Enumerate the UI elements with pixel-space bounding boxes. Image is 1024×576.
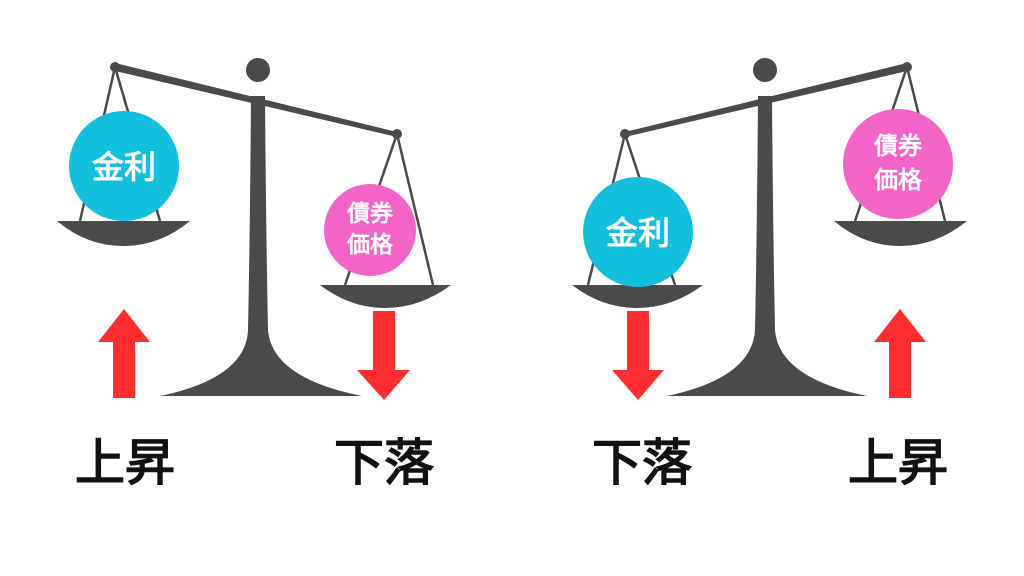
arrow-down-icon: [357, 311, 410, 400]
left-interest-status-label: 上昇: [75, 434, 175, 492]
left-interest-ball-label: 金利: [91, 148, 156, 186]
right-scale-stand: [667, 96, 867, 396]
right-low-pan: [572, 285, 703, 308]
left-bond-ball: [324, 184, 416, 276]
arrow-up-icon: [874, 309, 926, 398]
left-bond-ball-label-line1: 債券: [346, 200, 394, 227]
left-pan: [57, 221, 190, 246]
left-interest-ball: [69, 111, 179, 221]
right-interest-status-label: 下落: [592, 434, 693, 492]
left-bond-ball-label-line2: 価格: [346, 231, 394, 258]
right-scale-knob: [753, 58, 777, 82]
right-bond-ball-label-line2: 価格: [873, 166, 923, 194]
right-bond-ball: [843, 109, 953, 219]
right-interest-ball-label: 金利: [605, 214, 670, 252]
arrow-up-icon: [98, 309, 150, 398]
left-scale-beam: [115, 63, 397, 137]
arrow-down-icon: [612, 311, 664, 400]
left-scale-knob: [246, 58, 270, 82]
left-bond-status-label: 下落: [334, 434, 435, 492]
right-high-pan: [834, 221, 967, 246]
right-bond-ball-label-line1: 債券: [873, 132, 923, 160]
left-scale-stand: [160, 96, 362, 396]
right-scale: 金利 債券 価格 下落 上昇: [572, 58, 967, 492]
left-scale: 金利 債券 価格 上昇 下落: [57, 58, 451, 492]
right-scale-beam: [625, 63, 907, 137]
right-bond-status-label: 上昇: [848, 434, 948, 492]
right-pan: [320, 285, 451, 308]
right-interest-ball: [583, 177, 693, 287]
